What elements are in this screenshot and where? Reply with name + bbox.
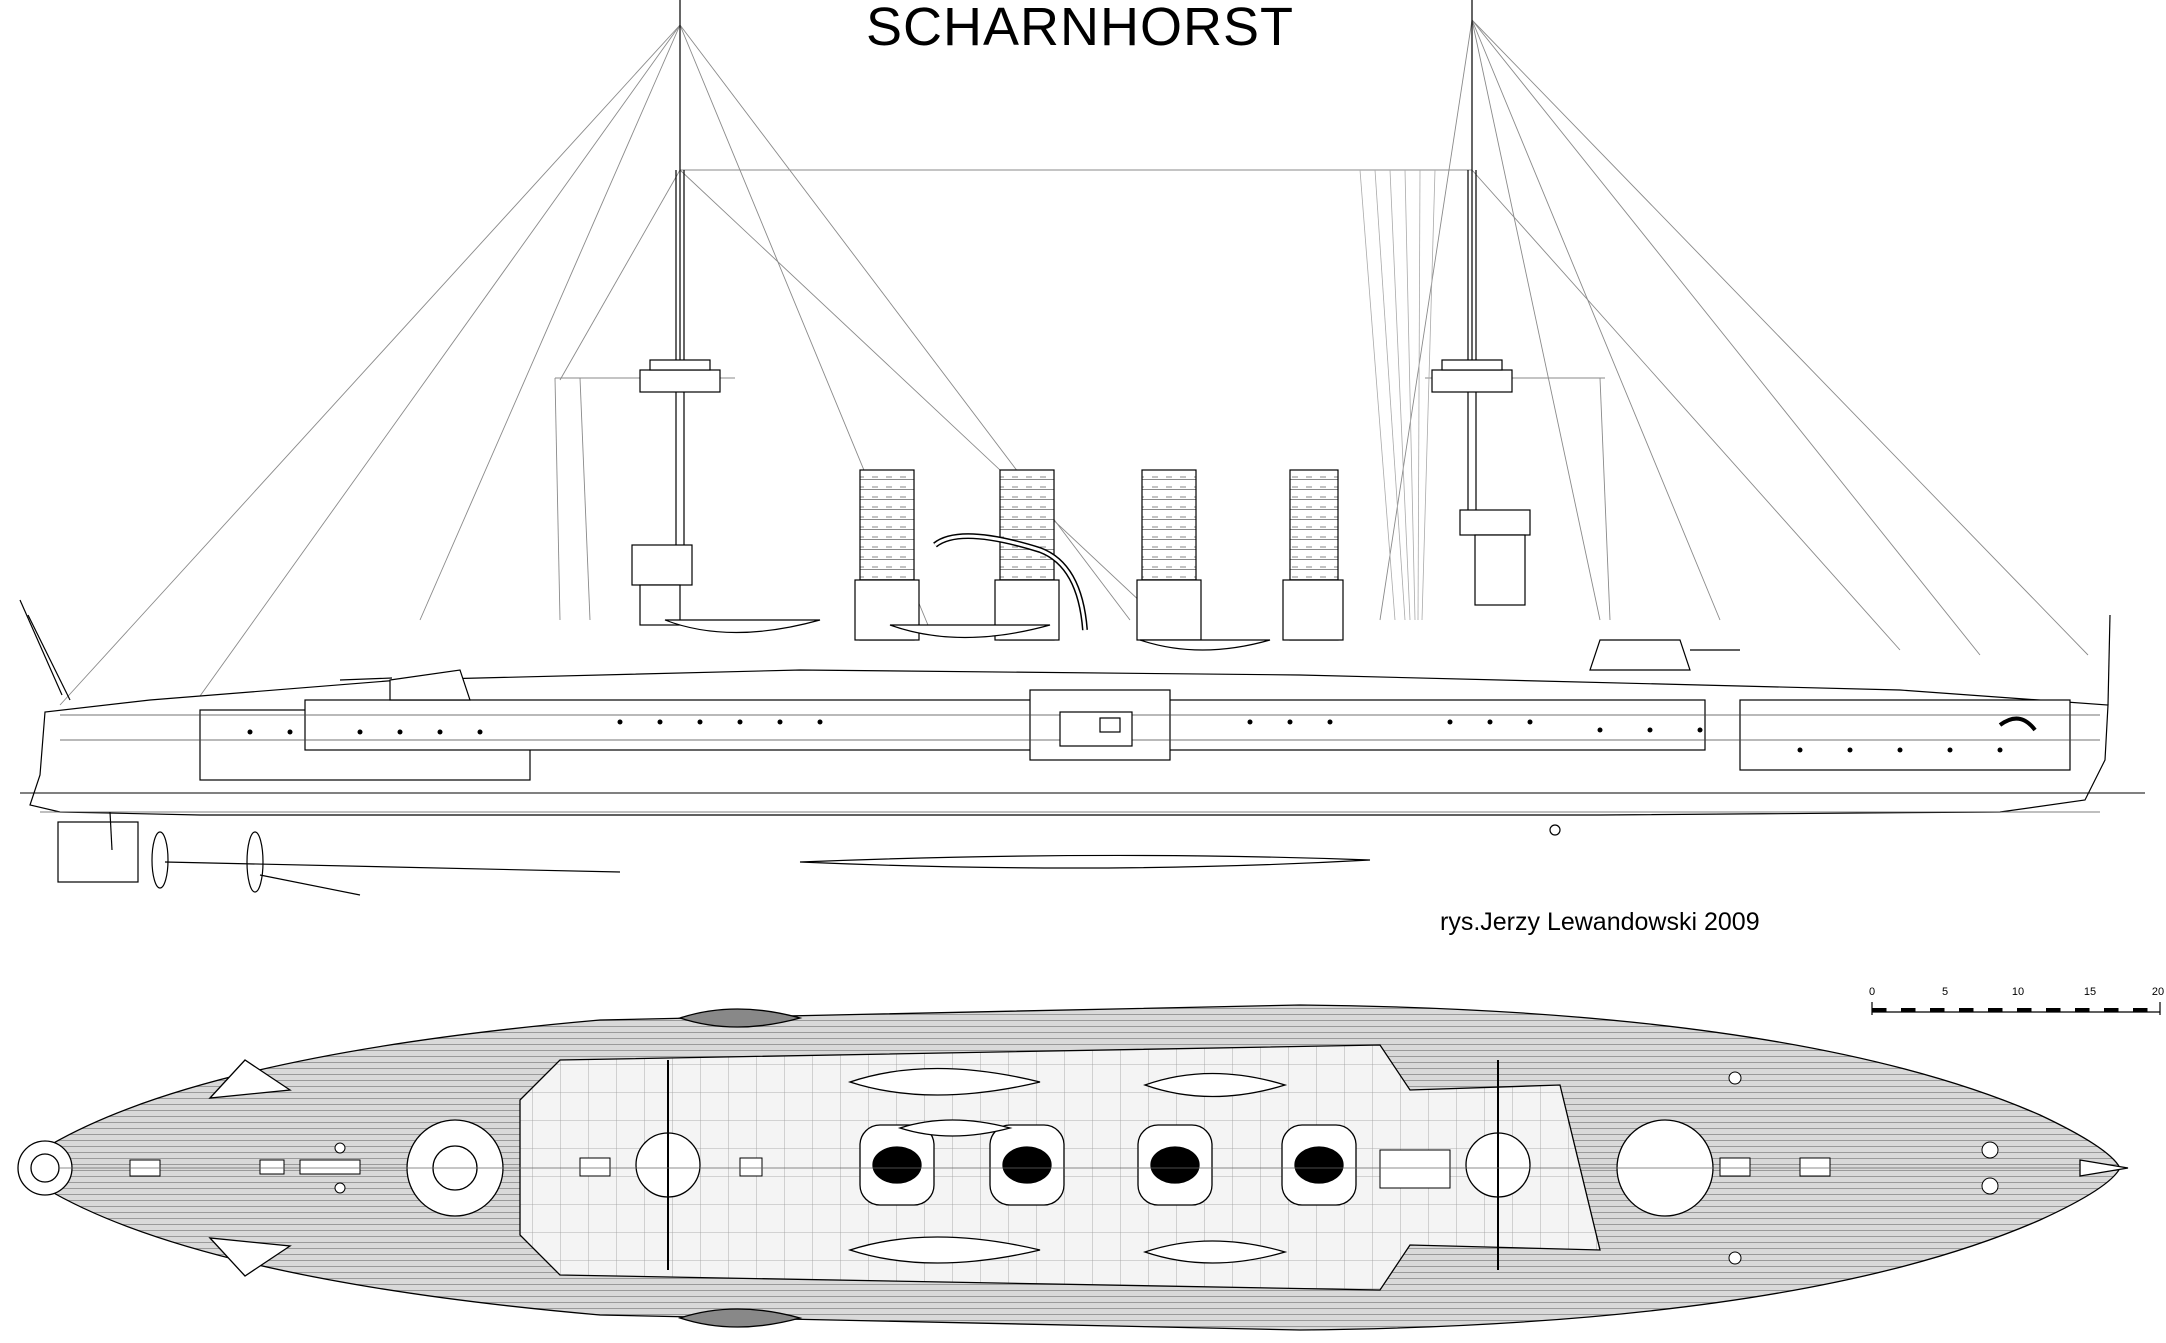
boat-side-3 <box>1139 639 1271 651</box>
funnels <box>854 469 1344 641</box>
rudder <box>57 821 139 883</box>
ship-title: SCHARNHORST <box>865 0 1295 57</box>
side-elevation <box>19 0 2145 896</box>
turret-fore-side <box>339 669 471 701</box>
scale-label-15: 15 <box>2083 986 2097 998</box>
scale-label-20: 20 <box>2151 986 2165 998</box>
fore-mast <box>631 0 721 626</box>
author-credit: rys.Jerzy Lewandowski 2009 <box>1440 908 1760 936</box>
plan-boats <box>677 1008 1288 1328</box>
plan-fittings <box>129 1071 1999 1265</box>
propeller-1 <box>151 831 169 889</box>
turret-aft-side <box>1589 639 1740 671</box>
scale-bar <box>1871 1002 2161 1015</box>
scale-label-5: 5 <box>1941 986 1949 998</box>
plan-view <box>17 1004 2129 1331</box>
scale-label-0: 0 <box>1868 986 1876 998</box>
main-mast <box>1431 0 1531 606</box>
scale-label-10: 10 <box>2011 986 2025 998</box>
boat-side-1 <box>664 619 821 634</box>
plan-funnels <box>859 1124 1357 1206</box>
casemate-center <box>1059 711 1133 747</box>
propeller-2 <box>246 831 264 893</box>
boat-side-2 <box>889 624 1051 639</box>
portholes <box>247 719 2003 753</box>
bilge-keel <box>799 854 1371 869</box>
rigging <box>59 19 2089 711</box>
